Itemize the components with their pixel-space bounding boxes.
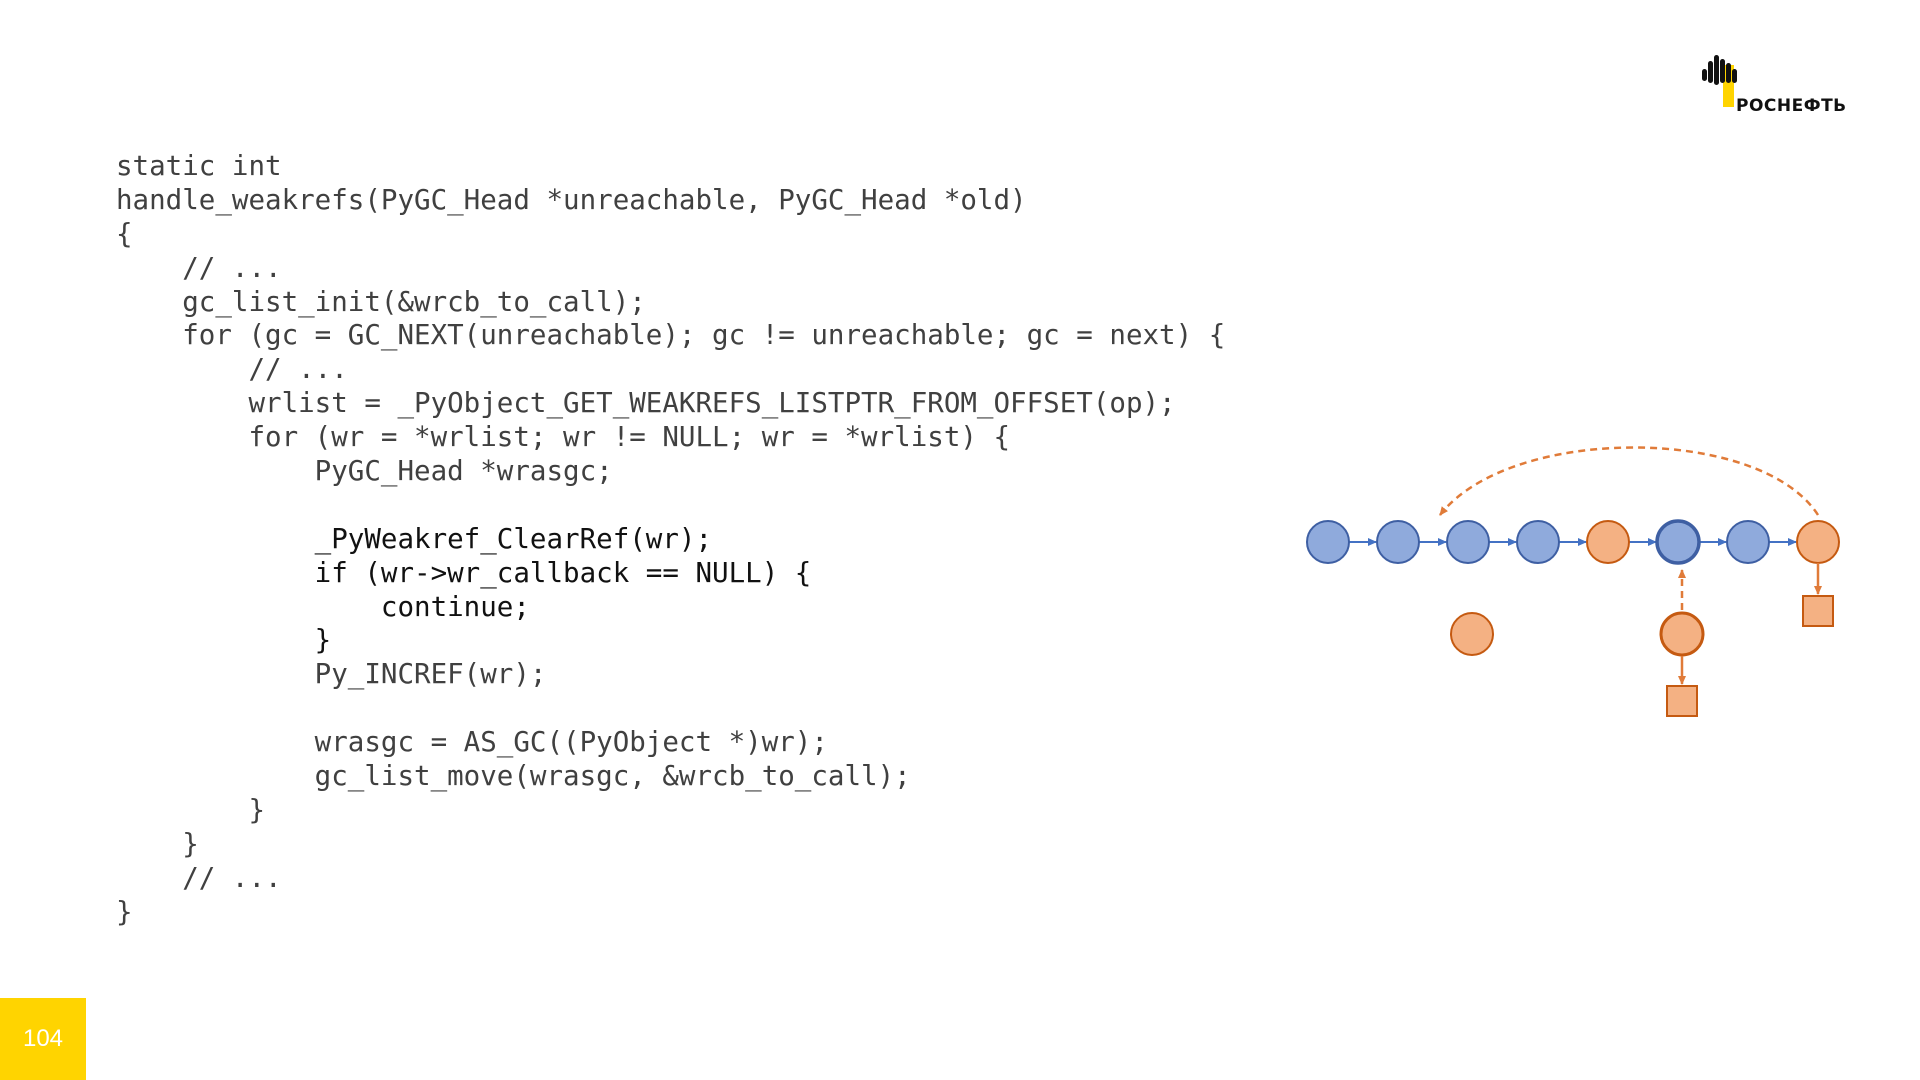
code-line xyxy=(116,692,1225,726)
weakref-back-arrow xyxy=(1439,446,1820,516)
code-line: { xyxy=(116,217,133,250)
chain-node-blue xyxy=(1726,520,1770,564)
weakref-object-node xyxy=(1659,611,1705,657)
unreachable-object-node xyxy=(1450,612,1494,656)
code-line: // ... xyxy=(116,251,282,284)
code-line: _PyWeakref_ClearRef(wr); xyxy=(116,522,713,555)
code-line: wrlist = _PyObject_GET_WEAKREFS_LISTPTR_… xyxy=(116,387,1176,420)
code-line: Py_INCREF(wr); xyxy=(116,658,547,691)
chain-node-orange xyxy=(1586,520,1630,564)
code-line: for (gc = GC_NEXT(unreachable); gc != un… xyxy=(116,319,1226,352)
chain-node-blue xyxy=(1655,519,1701,565)
rosneft-logo-icon xyxy=(1702,55,1737,107)
chain-node-orange xyxy=(1796,520,1840,564)
logo-text: РОСНЕФТЬ xyxy=(1736,96,1847,116)
code-line xyxy=(116,489,1225,523)
chain-node-blue xyxy=(1376,520,1420,564)
gc-linked-list-diagram xyxy=(1306,446,1840,717)
code-line: PyGC_Head *wrasgc; xyxy=(116,455,613,488)
code-line: handle_weakrefs(PyGC_Head *unreachable, … xyxy=(116,183,1027,216)
code-line: static int xyxy=(116,150,282,182)
chain-node-blue xyxy=(1306,520,1350,564)
chain-end-box xyxy=(1802,595,1834,627)
chain-node-blue xyxy=(1516,520,1560,564)
code-line: // ... xyxy=(116,861,282,894)
code-line: continue; xyxy=(116,590,530,623)
code-line: } xyxy=(116,624,332,657)
callback-box xyxy=(1666,685,1698,717)
code-line: gc_list_move(wrasgc, &wrcb_to_call); xyxy=(116,760,911,793)
code-line: for (wr = *wrlist; wr != NULL; wr = *wrl… xyxy=(116,421,1011,454)
code-line: } xyxy=(116,895,133,928)
page-number: 104 xyxy=(0,998,86,1080)
code-line: } xyxy=(116,793,266,826)
code-line: } xyxy=(116,827,199,860)
code-line: if (wr->wr_callback == NULL) { xyxy=(116,556,812,589)
code-line: // ... xyxy=(116,353,348,386)
chain-nodes xyxy=(1306,519,1840,565)
code-line: gc_list_init(&wrcb_to_call); xyxy=(116,285,646,318)
code-line: wrasgc = AS_GC((PyObject *)wr); xyxy=(116,726,828,759)
chain-node-blue xyxy=(1446,520,1490,564)
